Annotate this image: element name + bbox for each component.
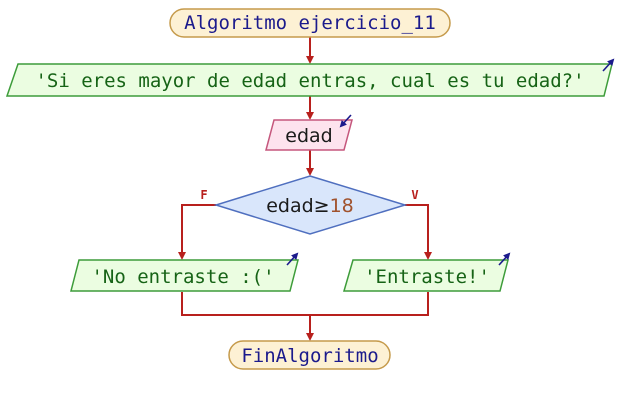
connectors xyxy=(178,37,432,341)
start-terminal: Algoritmo ejercicio_11 xyxy=(169,8,451,38)
output-true-text: 'Entraste!' xyxy=(364,266,490,288)
decision-operator: ≥ xyxy=(314,195,330,217)
start-label: Algoritmo ejercicio_11 xyxy=(184,12,436,34)
input-edad: edad xyxy=(265,114,353,151)
output-false: 'No entraste :(' xyxy=(70,252,299,292)
output-false-text: 'No entraste :(' xyxy=(91,266,274,288)
input-arrow-icon xyxy=(339,114,352,128)
output-true-arrow-icon xyxy=(498,252,511,266)
decision-diamond: edad≥18 xyxy=(213,175,408,235)
decision-var: edad xyxy=(266,195,313,217)
output-arrow-icon xyxy=(602,58,615,72)
output-prompt-text: 'Si eres mayor de edad entras, cual es t… xyxy=(35,70,584,92)
false-branch-label: F xyxy=(200,188,207,202)
end-label: FinAlgoritmo xyxy=(241,345,378,367)
connector-false-branch xyxy=(178,204,216,260)
end-terminal: FinAlgoritmo xyxy=(228,340,391,370)
decision-value: 18 xyxy=(330,195,354,217)
connector-true-branch xyxy=(405,204,432,260)
input-var-label: edad xyxy=(285,125,332,147)
output-prompt: 'Si eres mayor de edad entras, cual es t… xyxy=(5,58,615,97)
connector-false-merge xyxy=(181,292,310,316)
decision-condition: edad≥18 xyxy=(266,195,354,217)
output-false-arrow-icon xyxy=(286,252,299,266)
true-branch-label: V xyxy=(411,188,418,202)
output-true: 'Entraste!' xyxy=(343,252,511,292)
connector-true-merge xyxy=(310,292,429,316)
